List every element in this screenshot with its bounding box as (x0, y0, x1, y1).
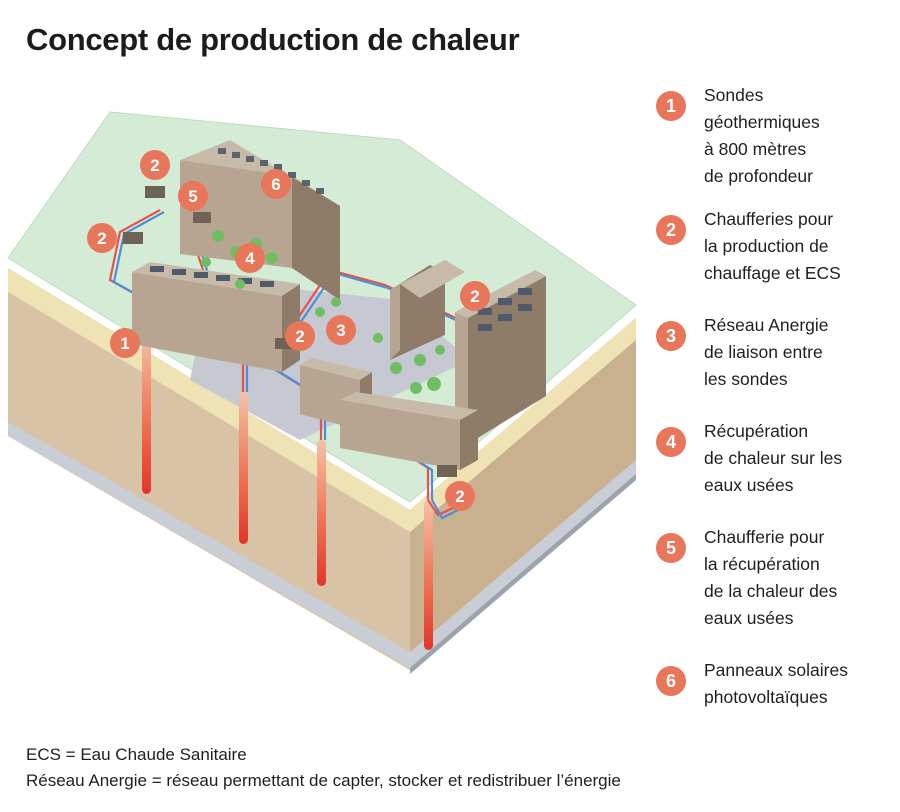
legend-badge: 6 (656, 666, 686, 696)
marker-label: 2 (97, 229, 106, 248)
geothermal-probes (142, 332, 433, 650)
building-right-top (390, 260, 465, 360)
marker-2-b: 2 (87, 223, 117, 253)
legend-item-2: 2 Chaufferies pour la production de chau… (656, 206, 896, 287)
legend-badge: 1 (656, 91, 686, 121)
marker-1: 1 (110, 328, 140, 358)
marker-label: 4 (245, 249, 255, 268)
marker-2-d: 2 (285, 321, 315, 351)
legend-item-3: 3 Réseau Anergie de liaison entre les so… (656, 312, 896, 393)
legend-text: Réseau Anergie de liaison entre les sond… (704, 315, 829, 389)
legend-item-1: 1 Sondes géothermiques à 800 mètres de p… (656, 82, 896, 190)
legend-item-4: 4 Récupération de chaleur sur les eaux u… (656, 418, 896, 499)
legend-badge: 5 (656, 533, 686, 563)
legend-item-5: 5 Chaufferie pour la récupération de la … (656, 524, 896, 632)
marker-4: 4 (235, 243, 265, 273)
legend-text: Récupération de chaleur sur les eaux usé… (704, 421, 843, 495)
bedrock-band (8, 422, 636, 668)
page-title: Concept de production de chaleur (26, 22, 520, 57)
soil-layer-light (8, 268, 636, 532)
marker-2-e: 2 (445, 481, 475, 511)
legend-text: Panneaux solaires photovoltaïques (704, 660, 848, 707)
marker-label: 2 (455, 487, 464, 506)
legend: 1 Sondes géothermiques à 800 mètres de p… (656, 82, 896, 711)
footnotes: ECS = Eau Chaude Sanitaire Réseau Anergi… (26, 742, 621, 794)
marker-label: 2 (295, 327, 304, 346)
legend-badge: 2 (656, 215, 686, 245)
marker-label: 6 (271, 175, 280, 194)
footnote-anergie: Réseau Anergie = réseau permettant de ca… (26, 771, 621, 790)
marker-2-c: 2 (460, 281, 490, 311)
marker-label: 5 (188, 187, 197, 206)
marker-3: 3 (326, 315, 356, 345)
marker-label: 2 (150, 156, 159, 175)
boiler-houses (123, 186, 457, 477)
building-center-front (300, 358, 478, 470)
marker-label: 3 (336, 321, 345, 340)
legend-text: Chaufferies pour la production de chauff… (704, 209, 841, 283)
soil-front-face (8, 268, 410, 670)
marker-label: 2 (470, 287, 479, 306)
marker-5: 5 (178, 181, 208, 211)
legend-text: Chaufferie pour la récupération de la ch… (704, 527, 838, 628)
legend-item-6: 6 Panneaux solaires photovoltaïques (656, 657, 896, 711)
soil-side-face (410, 318, 636, 670)
legend-text: Sondes géothermiques à 800 mètres de pro… (704, 85, 820, 186)
footnote-ecs: ECS = Eau Chaude Sanitaire (26, 745, 247, 764)
site-illustration: 2 5 6 2 4 2 2 3 1 2 (7, 111, 637, 674)
building-right-long (455, 270, 546, 444)
marker-label: 1 (120, 334, 129, 353)
marker-6: 6 (261, 169, 291, 199)
marker-2-a: 2 (140, 150, 170, 180)
legend-badge: 4 (656, 427, 686, 457)
legend-badge: 3 (656, 321, 686, 351)
